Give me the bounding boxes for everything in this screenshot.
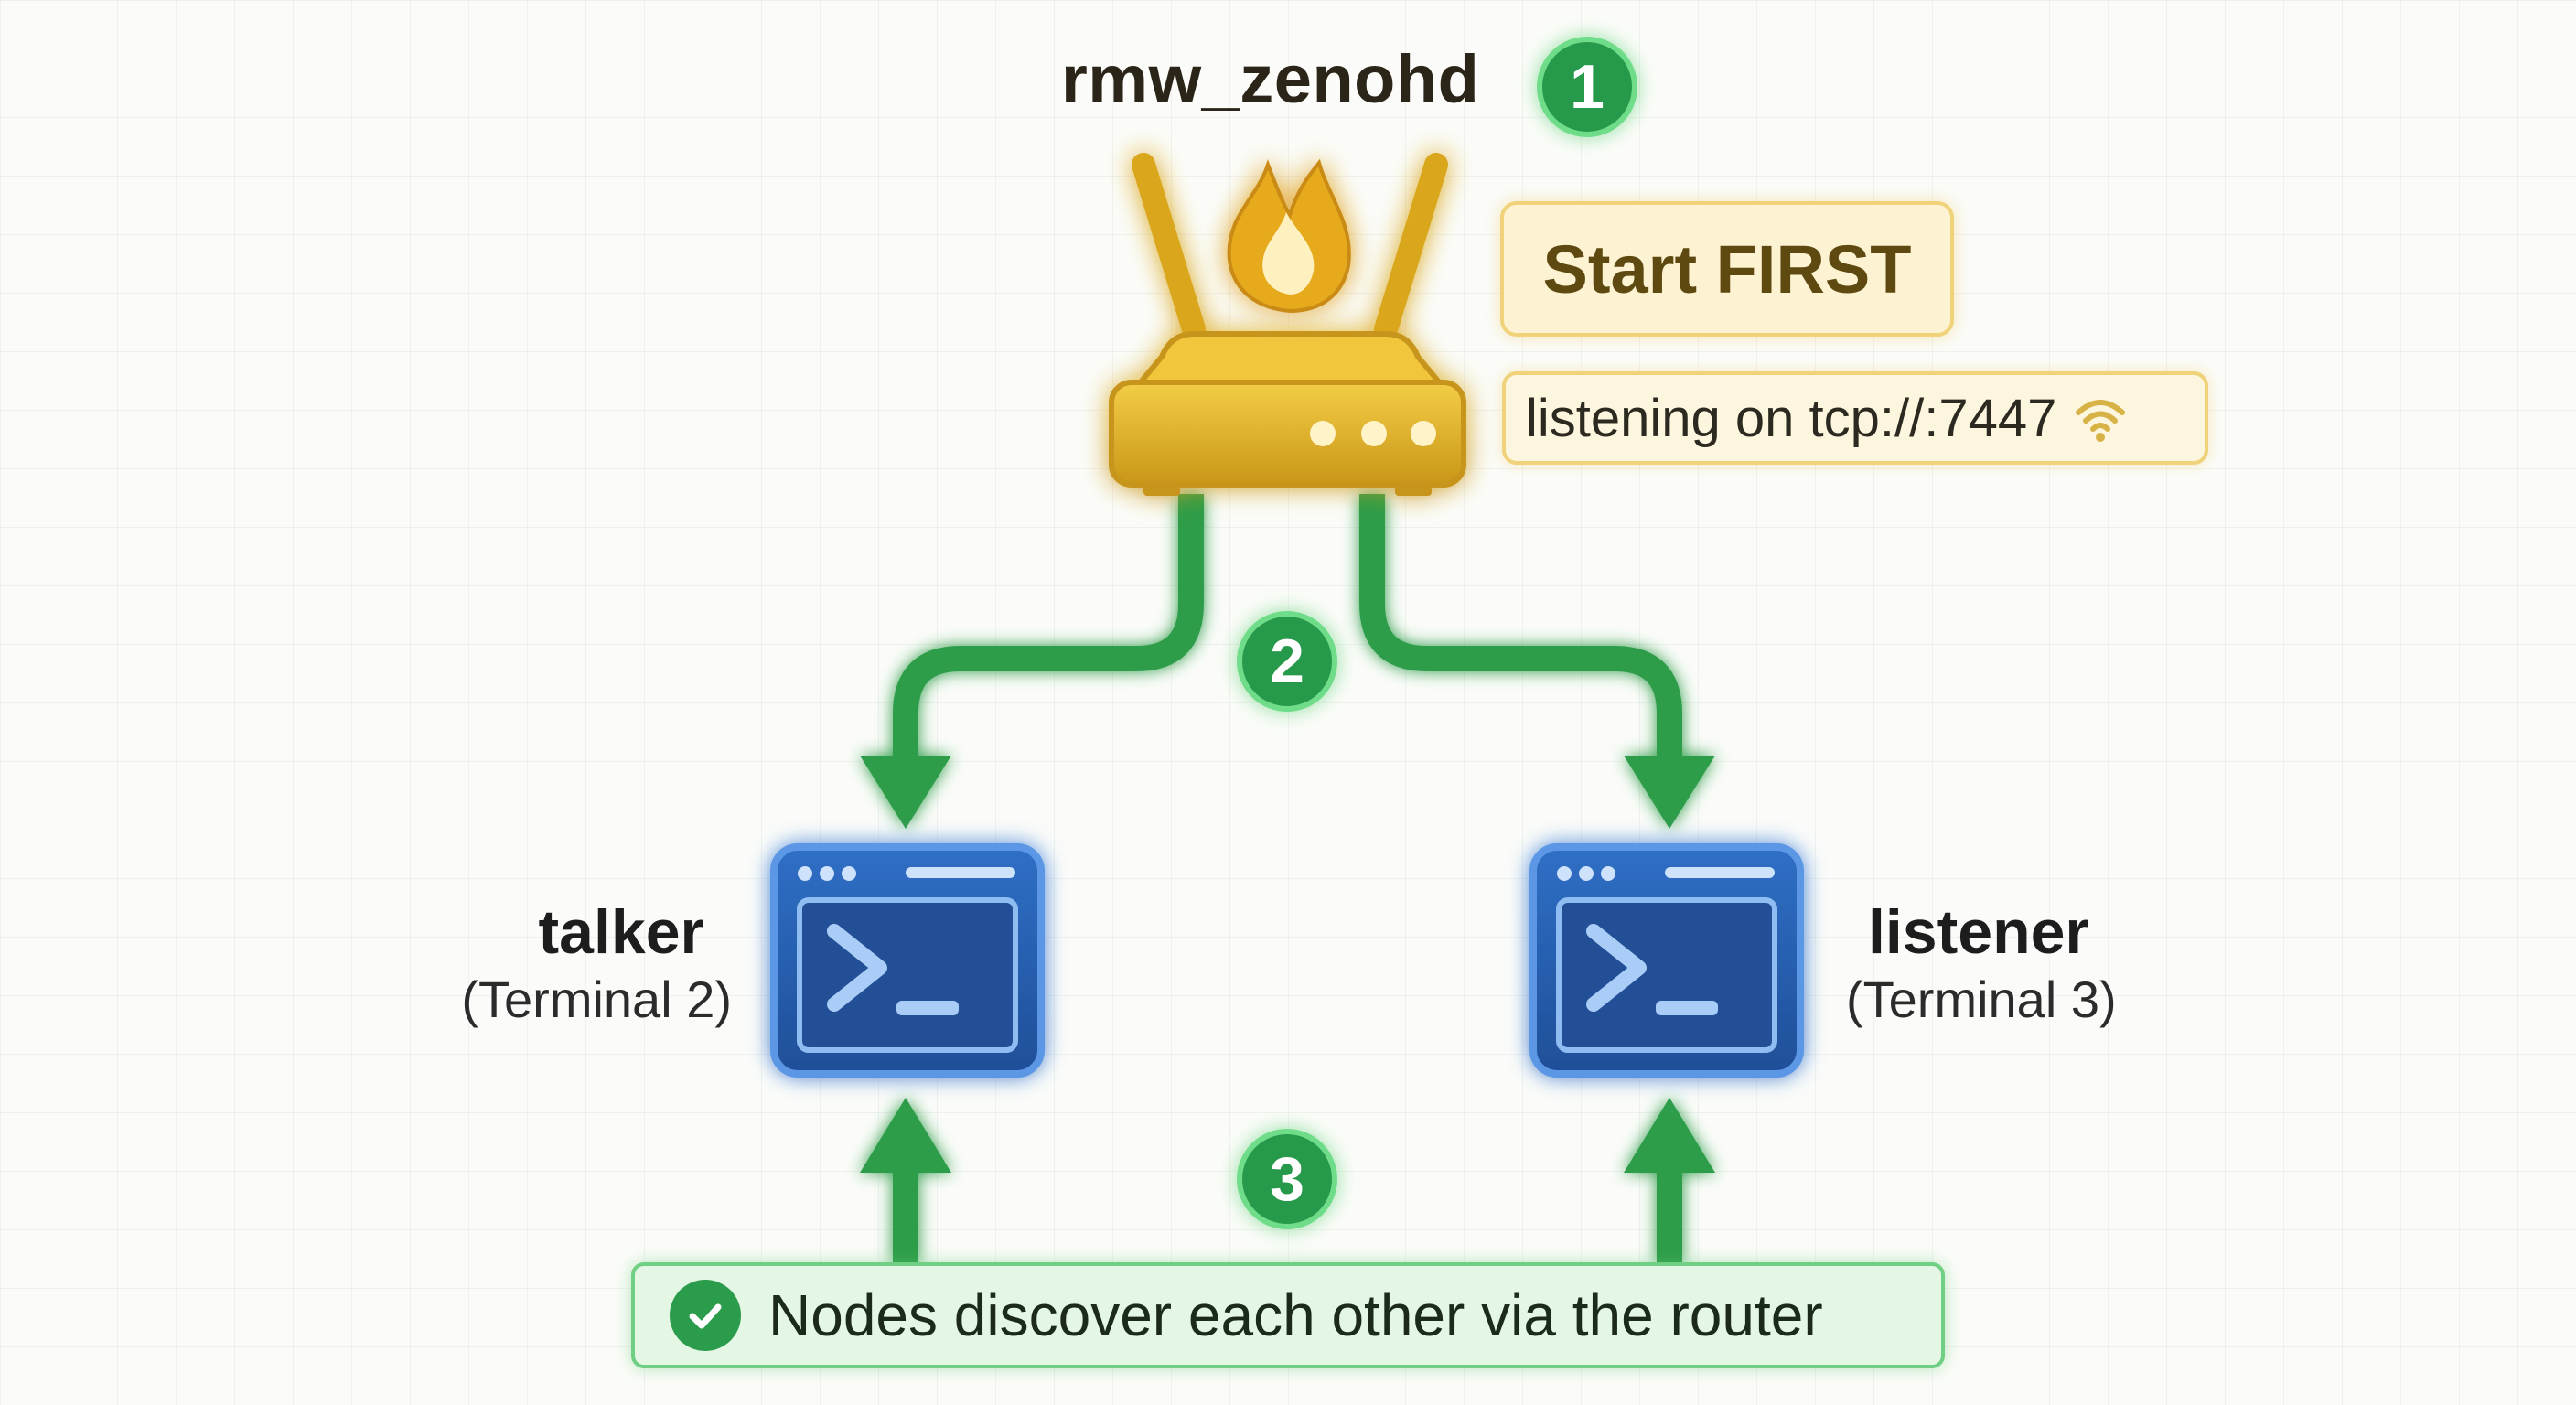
arrow-footer-to-listener — [1624, 1098, 1715, 1264]
talker-terminal-label: (Terminal 2) — [461, 971, 732, 1028]
arrow-router-to-listener — [1359, 494, 1715, 829]
discovery-banner: Nodes discover each other via the router — [631, 1262, 1945, 1368]
step-3-badge: 3 — [1237, 1129, 1337, 1229]
listener-terminal-label: (Terminal 3) — [1846, 971, 2117, 1028]
router-icon — [1109, 153, 1466, 496]
arrow-router-to-talker — [860, 494, 1204, 829]
listener-name: listener — [1868, 897, 2089, 967]
step-1-badge: 1 — [1537, 37, 1637, 137]
check-circle-icon — [670, 1280, 741, 1351]
router-title: rmw_zenohd — [1061, 41, 1480, 117]
talker-name: talker — [538, 897, 704, 967]
wifi-icon — [2073, 391, 2128, 445]
arrow-footer-to-talker — [860, 1098, 951, 1264]
discovery-text: Nodes discover each other via the router — [768, 1282, 1823, 1348]
listening-text: listening on tcp://:7447 — [1526, 388, 2057, 448]
flame-icon — [1227, 158, 1351, 314]
start-first-label: Start FIRST — [1500, 201, 1954, 337]
listening-box: listening on tcp://:7447 — [1502, 371, 2208, 465]
talker-terminal-icon — [770, 843, 1045, 1078]
listener-terminal-icon — [1530, 843, 1804, 1078]
step-2-badge: 2 — [1237, 611, 1337, 712]
